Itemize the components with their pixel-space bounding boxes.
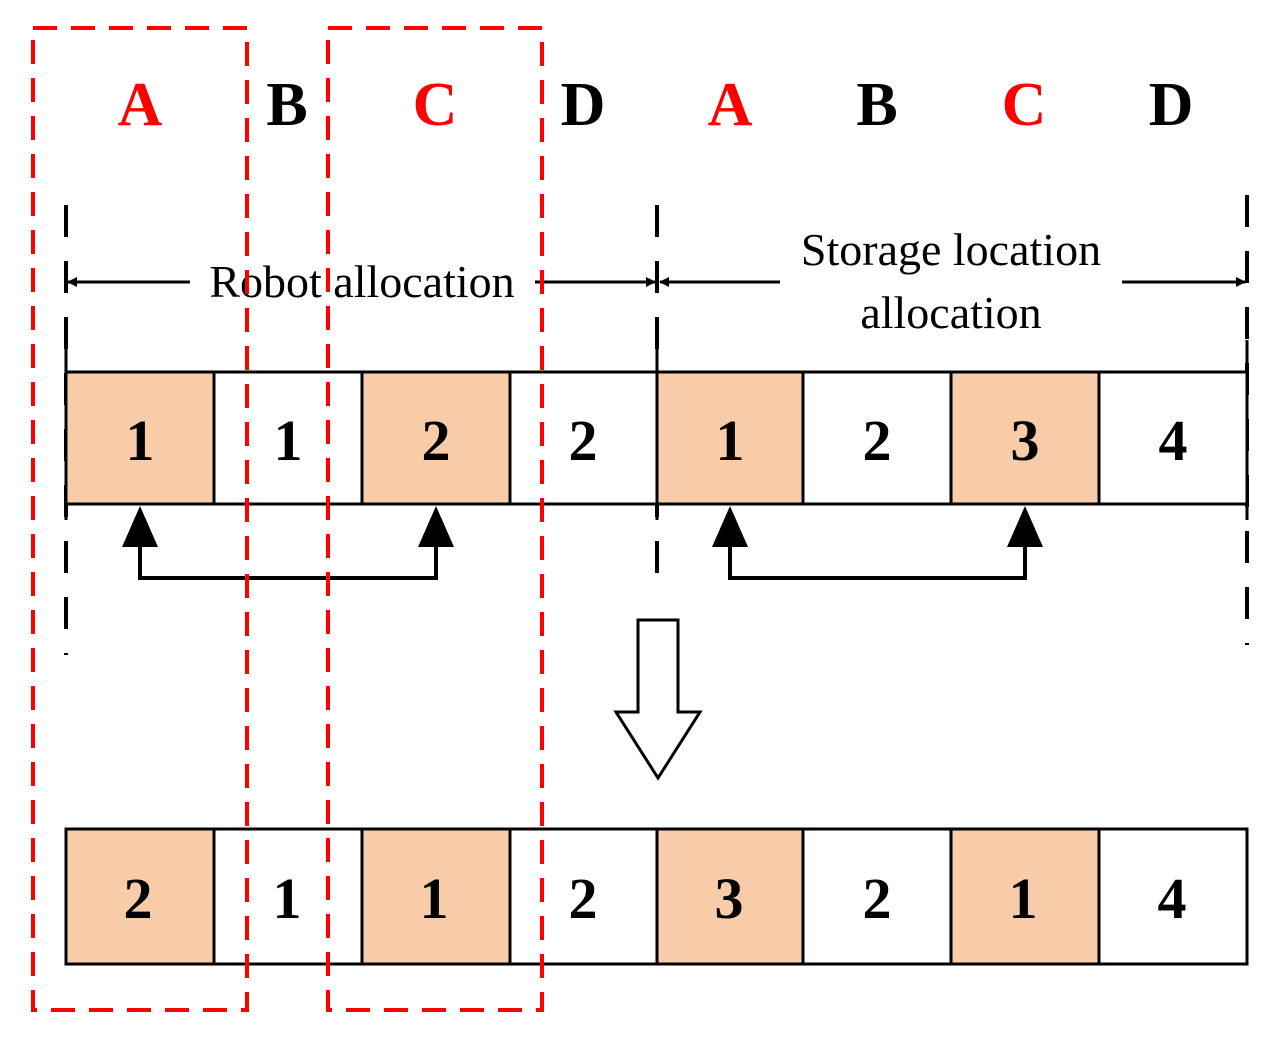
bottom-row-values: 2 1 1 2 3 2 1 4 (124, 866, 1187, 931)
storage-swap-connector (728, 545, 1027, 580)
bottom-cell-1 (64, 827, 216, 966)
bottom-value-6: 2 (863, 866, 892, 931)
top-value-2: 1 (274, 408, 303, 473)
header-d-2: D (1149, 71, 1194, 139)
selection-frame-a (31, 26, 249, 1012)
storage-swap-head-right (1007, 506, 1043, 547)
header-a-2: A (708, 71, 753, 139)
bottom-value-3: 1 (420, 866, 449, 931)
down-arrow-icon (613, 618, 703, 781)
header-b-2: B (856, 71, 897, 139)
top-cell-1 (64, 370, 216, 506)
top-row (64, 370, 1249, 506)
selection-frames (31, 26, 544, 1012)
top-value-6: 2 (863, 408, 892, 473)
header-c-1: C (413, 71, 458, 139)
bottom-cell-4 (508, 827, 659, 966)
top-cell-8 (1097, 370, 1249, 506)
robot-swap-head-right (418, 506, 454, 547)
top-value-1: 1 (126, 408, 155, 473)
top-value-3: 2 (422, 408, 451, 473)
swap-arrowheads (122, 506, 1043, 547)
top-value-4: 2 (569, 408, 598, 473)
bottom-row (64, 827, 1249, 966)
bottom-value-1: 2 (124, 866, 153, 931)
row-edge-ticks (64, 340, 1249, 520)
storage-allocation-label-line2: allocation (860, 287, 1041, 338)
header-b-1: B (266, 71, 307, 139)
top-value-7: 3 (1011, 408, 1040, 473)
bottom-value-8: 4 (1158, 866, 1187, 931)
bottom-value-7: 1 (1009, 866, 1038, 931)
bottom-cell-3 (360, 827, 512, 966)
storage-swap-head-left (712, 506, 748, 547)
bottom-cell-6 (801, 827, 953, 966)
bottom-cell-2 (212, 827, 364, 966)
bottom-value-2: 1 (273, 866, 302, 931)
robot-swap-connector (138, 545, 438, 580)
top-cell-6 (801, 370, 953, 506)
top-row-values: 1 1 2 2 1 2 3 4 (126, 408, 1188, 473)
header-c-2: C (1002, 71, 1047, 139)
header-a-1: A (118, 71, 163, 139)
selection-frame-c (326, 26, 544, 1012)
swap-connectors (138, 545, 1027, 580)
top-cell-4 (508, 370, 659, 506)
top-cell-7 (949, 370, 1101, 506)
robot-allocation-label: Robot allocation (209, 256, 514, 307)
top-value-5: 1 (716, 408, 745, 473)
bottom-cell-8 (1097, 827, 1249, 966)
top-value-8: 4 (1159, 408, 1188, 473)
bottom-cell-5 (655, 827, 805, 966)
header-d-1: D (561, 71, 606, 139)
robot-swap-head-left (122, 506, 158, 547)
storage-allocation-label-line1: Storage location (801, 224, 1101, 275)
column-headers: A B C D A B C D (118, 71, 1194, 139)
top-cell-5 (655, 370, 805, 506)
bottom-value-5: 3 (715, 866, 744, 931)
bottom-cell-7 (949, 827, 1101, 966)
bottom-value-4: 2 (569, 866, 598, 931)
